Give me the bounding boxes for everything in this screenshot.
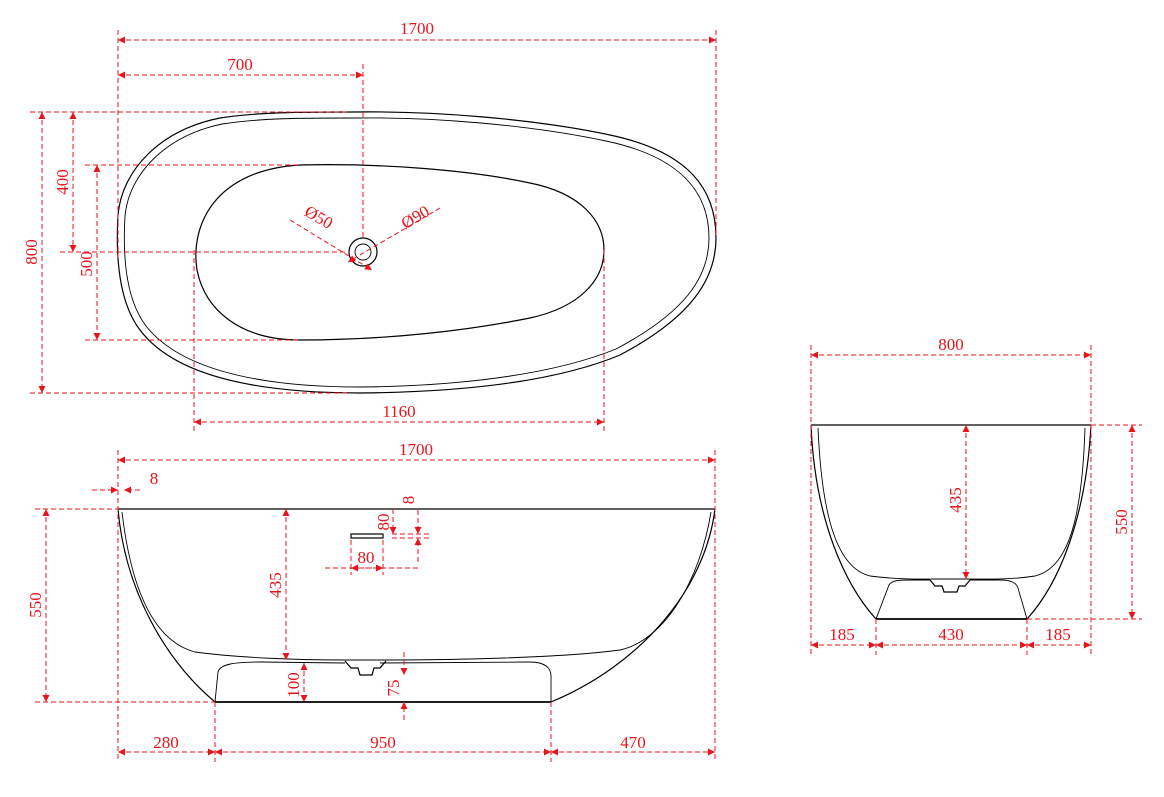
- end-inner-shell: [817, 427, 1086, 580]
- end-drain: [929, 579, 971, 593]
- end-base-left-label: 185: [829, 625, 855, 644]
- side-outer-shell: [117, 508, 716, 703]
- tub-inner-basin: [195, 164, 605, 341]
- overflow-offset-label: 8: [399, 496, 418, 505]
- end-width-label: 800: [938, 335, 964, 354]
- tub-rim-inner-line: [123, 117, 710, 388]
- side-length-label: 1700: [399, 440, 433, 459]
- top-view: 1700 700 800 400 500 1160 Ø50 Ø90: [22, 19, 717, 432]
- tub-outer-rim: [116, 111, 717, 394]
- rim-thickness-label: 8: [150, 469, 159, 488]
- base-recess-label: 100: [284, 672, 303, 698]
- side-drain: [344, 660, 387, 676]
- side-inner-shell: [121, 511, 712, 661]
- base-length-label: 950: [370, 733, 396, 752]
- end-base-right-label: 185: [1045, 625, 1071, 644]
- end-outer-shell: [810, 424, 1092, 620]
- base-right-label: 470: [620, 733, 646, 752]
- side-view: 1700 8 80 8 80 435 550 100 75 280 950 47…: [26, 440, 716, 762]
- end-base-width-label: 430: [938, 625, 964, 644]
- drain-height-label: 75: [384, 680, 403, 697]
- drain-inner: [354, 243, 372, 261]
- drain-offset-label: 700: [227, 55, 253, 74]
- top-length-label: 1700: [400, 19, 434, 38]
- top-width-label: 800: [22, 239, 41, 265]
- base-left-label: 280: [153, 733, 179, 752]
- end-view: 800 435 550 185 430 185: [810, 335, 1142, 655]
- drain-large-dia-label: Ø90: [398, 202, 433, 233]
- inner-length-label: 1160: [382, 402, 415, 421]
- overflow-width-label: 80: [358, 548, 375, 567]
- end-inner-depth-label: 435: [946, 487, 965, 513]
- inner-width-label: 500: [77, 251, 96, 277]
- end-base-plinth: [875, 579, 1028, 620]
- side-height-label: 550: [26, 592, 45, 618]
- side-inner-depth-label: 435: [266, 572, 285, 598]
- end-height-label: 550: [1112, 509, 1131, 535]
- side-base-plinth: [214, 661, 552, 703]
- side-overflow: [350, 533, 384, 539]
- drain-to-edge-label: 400: [53, 169, 72, 195]
- overflow-height-label: 80: [374, 514, 393, 531]
- drain-small-dia-label: Ø50: [301, 202, 336, 233]
- drain-outer: [348, 237, 378, 267]
